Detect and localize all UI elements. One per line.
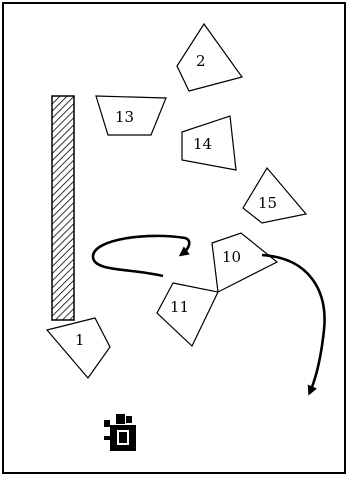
loop-arrow — [91, 234, 191, 278]
shape-14-label: 14 — [193, 135, 212, 153]
hatched-wall — [51, 95, 75, 321]
exit-arrow — [261, 253, 326, 396]
shape-11: 11 — [156, 282, 219, 347]
shape-1: 1 — [45, 317, 111, 379]
shape-13: 13 — [95, 95, 167, 136]
shape-10: 10 — [211, 232, 279, 293]
diagram-frame — [2, 2, 346, 474]
shape-2: 2 — [176, 22, 243, 92]
shape-11-label: 11 — [170, 298, 189, 316]
shape-13-label: 13 — [115, 108, 134, 126]
shape-15: 15 — [242, 166, 308, 224]
shape-15-label: 15 — [258, 194, 277, 212]
shape-2-label: 2 — [196, 52, 206, 70]
shape-1-label: 1 — [75, 331, 85, 349]
shape-14: 14 — [181, 115, 237, 171]
camera-icon — [104, 414, 136, 451]
shape-10-label: 10 — [222, 248, 241, 266]
